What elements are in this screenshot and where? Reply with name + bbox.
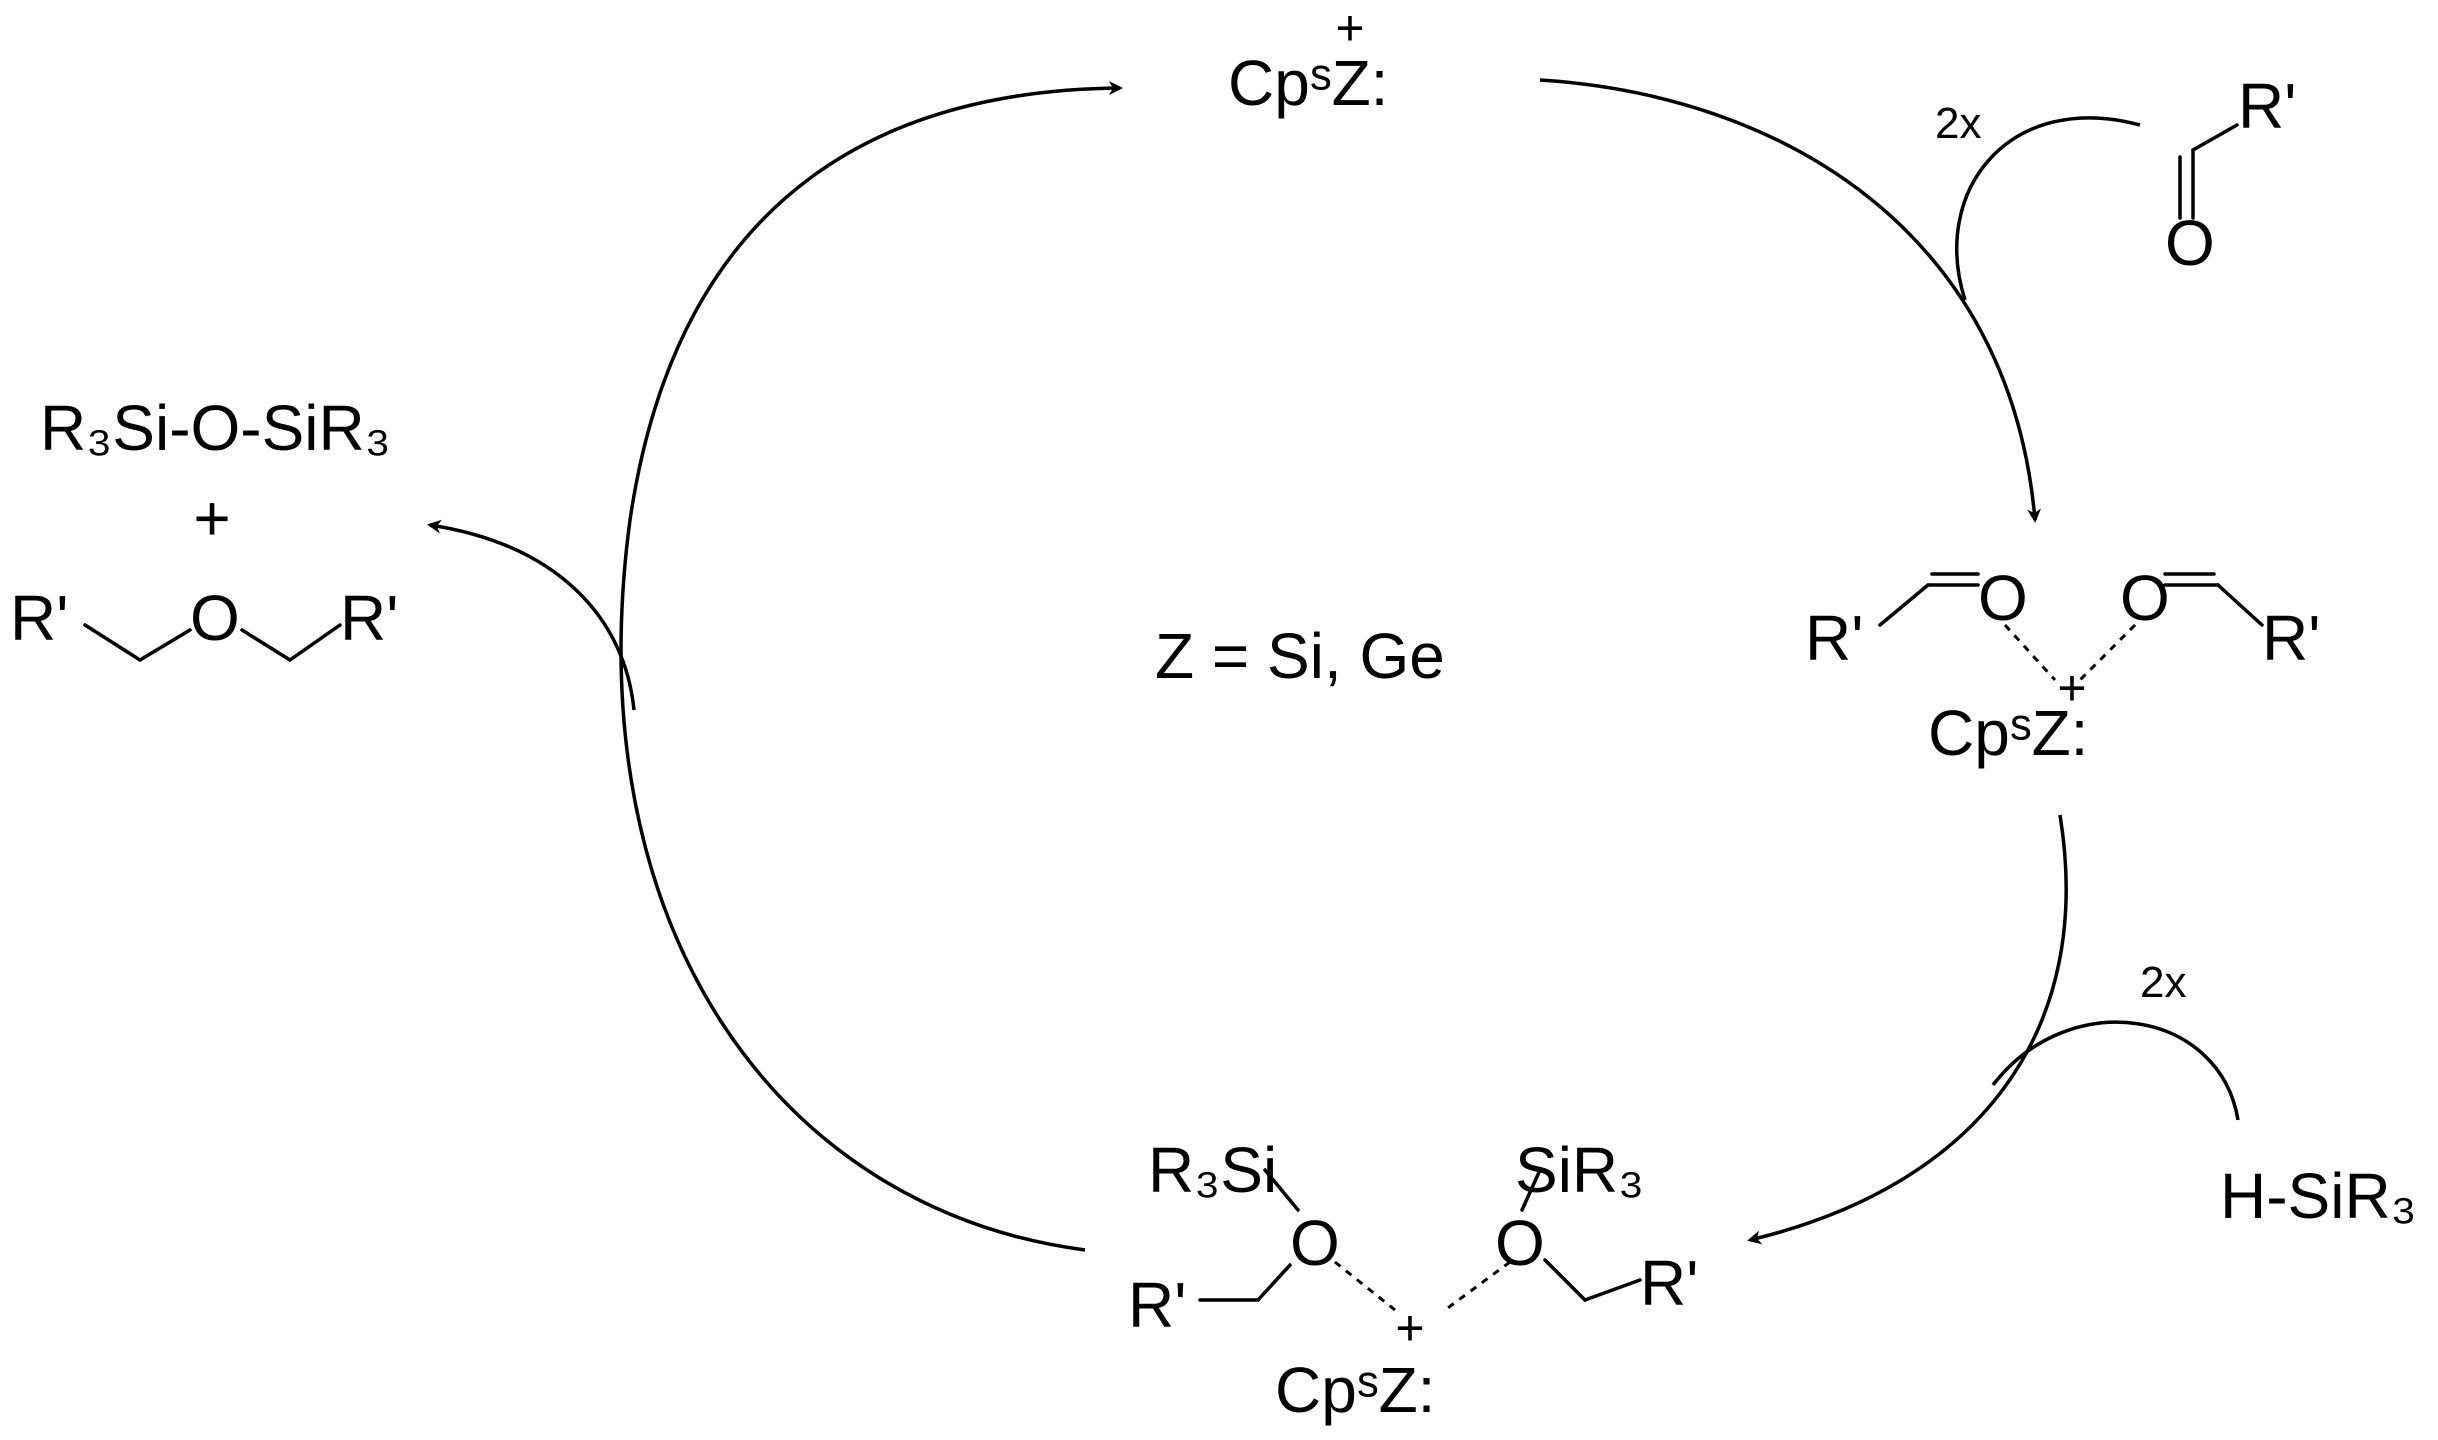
complex-right-o-right: O — [2120, 562, 2170, 634]
complex-bottom-si-right: SiR₃ — [1515, 1134, 1644, 1206]
z-definition: Z = Si, Ge — [1155, 620, 1445, 692]
product-siloxane: R₃Si-O-SiR₃ — [40, 392, 391, 464]
complex-bottom-center: CpˢZ: — [1275, 1354, 1435, 1426]
aldehyde-reagent: 2x R' O — [1935, 70, 2296, 279]
product-plus: + — [193, 482, 230, 554]
arrow-top-to-right-complex — [1539, 78, 2042, 523]
arrow-product-release — [427, 519, 636, 711]
silane-reagent: 2x H-SiR₃ — [2140, 958, 2417, 1232]
complex-bottom-r-right: R' — [1640, 1247, 1698, 1319]
aldehyde-stoich: 2x — [1935, 99, 1981, 148]
complex-right-center: CpˢZ: — [1928, 697, 2088, 769]
silyl-ether-complex: R₃Si O R' SiR₃ O R' + CpˢZ: — [1128, 1134, 1698, 1426]
aldehyde-o: O — [2165, 207, 2215, 279]
complex-right-r-left: R' — [1805, 602, 1863, 674]
arrow-right-to-bottom-complex — [1747, 814, 2068, 1245]
complex-bottom-r-left: R' — [1128, 1269, 1186, 1341]
silane-entry-arc — [1991, 1020, 2240, 1121]
complex-bottom-o-right: O — [1495, 1207, 1545, 1279]
products: R₃Si-O-SiR₃ + R' O R' — [10, 392, 398, 662]
complex-right-charge: + — [2057, 660, 2086, 716]
top-species: + CpˢZ: — [1228, 0, 1388, 119]
silane-label: H-SiR₃ — [2220, 1160, 2417, 1232]
arrow-bottom-to-top — [619, 81, 1123, 1252]
top-species-label: CpˢZ: — [1228, 47, 1388, 119]
product-ether-r-left: R' — [10, 582, 68, 654]
silane-stoich: 2x — [2140, 958, 2186, 1007]
top-charge: + — [1335, 0, 1364, 56]
aldehyde-r: R' — [2238, 70, 2296, 142]
product-ether-o: O — [190, 582, 240, 654]
complex-bottom-si-left: R₃Si — [1148, 1134, 1277, 1206]
product-ether-r-right: R' — [340, 582, 398, 654]
complex-right-o-left: O — [1978, 562, 2028, 634]
complex-bottom-charge: + — [1395, 1300, 1424, 1356]
aldehyde-complex: R' O O R' + CpˢZ: — [1805, 562, 2320, 769]
complex-bottom-o-left: O — [1290, 1207, 1340, 1279]
aldehyde-entry-arc — [1955, 116, 2141, 301]
complex-right-r-right: R' — [2262, 602, 2320, 674]
